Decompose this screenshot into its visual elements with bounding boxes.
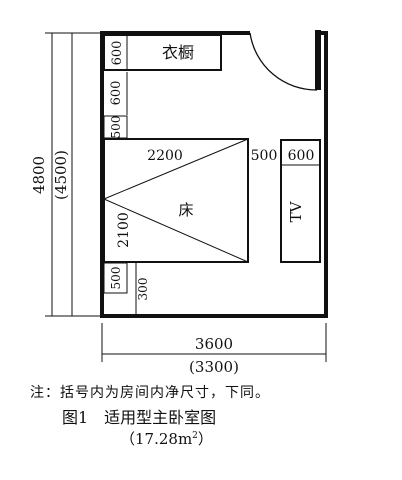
bed-diagonal-bottom (103, 198, 249, 263)
area-suffix: ） (197, 430, 213, 448)
door-swing-arc (249, 32, 318, 91)
figure-title: 图1 适用型主卧室图 (62, 408, 217, 427)
nightstand-bottom (103, 262, 128, 294)
depth-net-label: (4500) (52, 150, 70, 200)
depth-label: 4800 (30, 156, 48, 194)
bed-length-label: 2200 (147, 148, 183, 164)
width-dimension (101, 323, 327, 362)
wardrobe (103, 34, 222, 71)
width-net-label: (3300) (189, 358, 239, 376)
foot-clear-label: 300 (136, 278, 150, 301)
tv-clear-label: 500 (251, 148, 278, 164)
depth-dimension (45, 32, 100, 317)
bed-width-label: 2100 (116, 212, 132, 248)
bed-label: 床 (178, 201, 193, 219)
tv-label: TV (287, 200, 305, 222)
tv-cabinet-depth-label: 600 (288, 148, 315, 164)
wardrobe-label: 衣橱 (162, 43, 194, 62)
area-label: （17.28m2） (120, 428, 213, 449)
tv-cabinet (280, 139, 321, 263)
area-superscript: 2 (192, 431, 198, 441)
room-walls (100, 30, 328, 318)
wardrobe-depth-label: 600 (110, 41, 125, 66)
side-clear-top-label: 500 (109, 116, 123, 139)
passage-depth-label: 600 (109, 81, 124, 106)
width-label: 3600 (195, 335, 233, 353)
bedroom-floor-plan: 4800 (4500) 600 衣橱 600 500 2200 床 2100 5… (30, 30, 328, 376)
bed (103, 138, 249, 263)
area-prefix: （17.28m (120, 430, 193, 448)
caption-note: 注：括号内为房间内净尺寸，下同。 (30, 385, 270, 401)
side-clear-bottom-label: 500 (109, 267, 123, 290)
bed-diagonal-top (103, 138, 249, 200)
